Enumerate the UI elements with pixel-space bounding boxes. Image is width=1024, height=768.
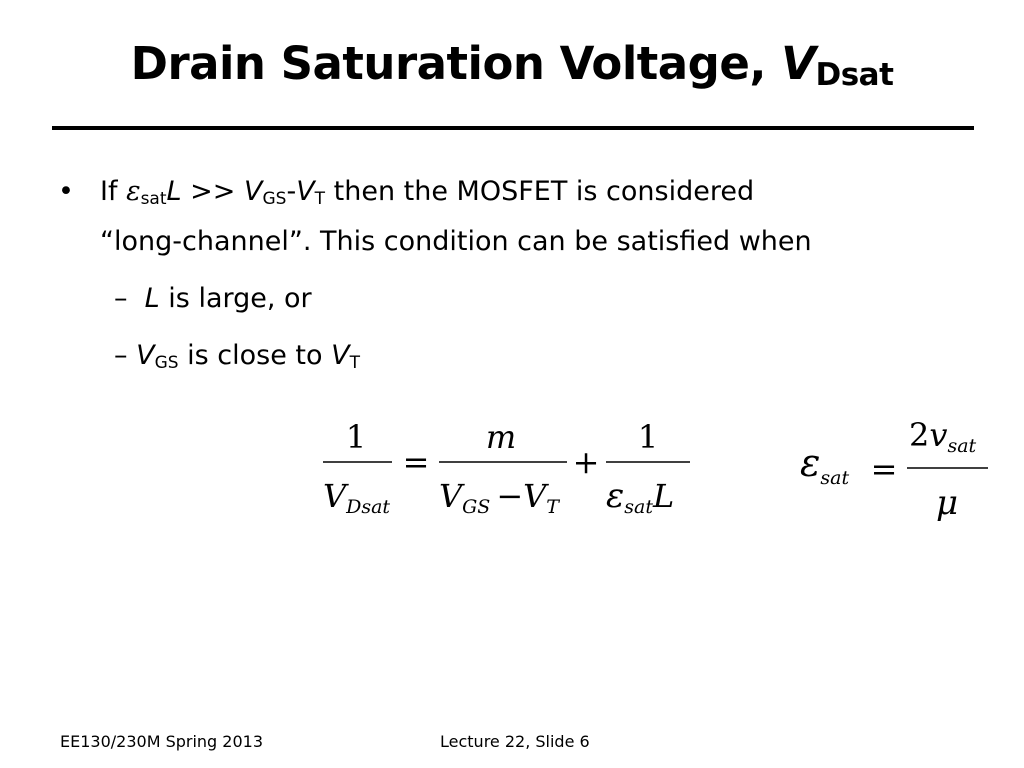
footer-slide-number: Lecture 22, Slide 6: [440, 732, 590, 751]
bullet-line-1: •If εsatL >> VGS-VT then the MOSFET is c…: [58, 167, 988, 217]
minus-sign: −: [496, 477, 523, 515]
sub-sat: sat: [820, 467, 849, 489]
sub-sat: sat: [624, 496, 653, 518]
var-v-gs: V: [136, 340, 155, 371]
bullet-line-2: “long-channel”. This condition can be sa…: [100, 226, 812, 257]
var-v: V: [323, 477, 349, 515]
eq2-numerator: 2vsat: [909, 416, 977, 457]
var-l: L: [144, 283, 160, 314]
eq2-denominator: μ: [936, 483, 958, 523]
sub-bullet-2: – VGS is close to VT: [58, 331, 988, 381]
eq1-term2-numerator: 1: [638, 418, 658, 456]
sub-t: T: [546, 496, 560, 518]
sub-bullet-text: is large, or: [159, 283, 312, 314]
title-var-v: V: [781, 37, 816, 90]
sub-t: T: [314, 189, 326, 209]
var-l: L: [652, 477, 674, 515]
sub-bullet-dash: –: [114, 283, 128, 314]
sub-t: T: [349, 353, 360, 373]
equations: 1 VDsat = m VGS−VT + 1 εsatL εsat = 2vsa…: [323, 416, 988, 523]
bullet-marker: •: [58, 176, 74, 207]
bullet-if: If: [100, 176, 127, 207]
equation-1: 1 VDsat = m VGS−VT + 1 εsatL: [323, 418, 690, 518]
title-text: Drain Saturation Voltage,: [130, 37, 782, 90]
eq1-lhs-numerator: 1: [346, 418, 366, 456]
equals-sign: =: [403, 443, 430, 481]
title-sub-dsat: Dsat: [815, 57, 894, 93]
sub-bullet-1: – L is large, or: [58, 274, 988, 324]
var-v: V: [523, 477, 549, 515]
slide-title: Drain Saturation Voltage, VDsat: [0, 37, 1024, 93]
sub-gs: GS: [154, 353, 179, 373]
eq1-term1-denominator: VGS−VT: [439, 477, 560, 518]
eq1-term2-denominator: εsatL: [606, 476, 674, 518]
sub-sat: sat: [947, 435, 976, 457]
var-v-gs: V: [243, 176, 263, 207]
sub-bullet-dash: –: [114, 340, 128, 371]
sub-gs: GS: [462, 496, 490, 518]
sub-dsat: Dsat: [345, 496, 390, 518]
var-v: V: [439, 477, 465, 515]
epsilon-symbol: ε: [606, 476, 624, 516]
bullet-rest-text: then the MOSFET is considered: [325, 176, 755, 207]
sub-gs: GS: [262, 189, 287, 209]
var-v-t: V: [331, 340, 350, 371]
var-v: v: [929, 416, 947, 454]
eq1-term1-numerator: m: [486, 418, 516, 456]
eq1-lhs-denominator: VDsat: [323, 477, 390, 518]
equation-2: εsat = 2vsat μ: [800, 416, 988, 523]
footer-course: EE130/230M Spring 2013: [60, 732, 264, 751]
much-greater-than: >>: [181, 176, 244, 207]
epsilon-symbol: ε: [126, 176, 141, 207]
minus-dash: -: [286, 176, 297, 207]
var-v-t: V: [296, 176, 315, 207]
title-divider: [52, 126, 974, 130]
slide-body: •If εsatL >> VGS-VT then the MOSFET is c…: [58, 167, 988, 381]
epsilon-symbol: ε: [800, 441, 820, 485]
eq2-lhs: εsat: [800, 441, 849, 489]
var-l: L: [166, 176, 182, 207]
equals-sign: =: [871, 450, 898, 488]
plus-sign: +: [573, 443, 600, 481]
coefficient-2: 2: [909, 416, 929, 454]
epsilon-sub-sat: sat: [140, 189, 167, 209]
sub-bullet-text: is close to: [178, 340, 332, 371]
